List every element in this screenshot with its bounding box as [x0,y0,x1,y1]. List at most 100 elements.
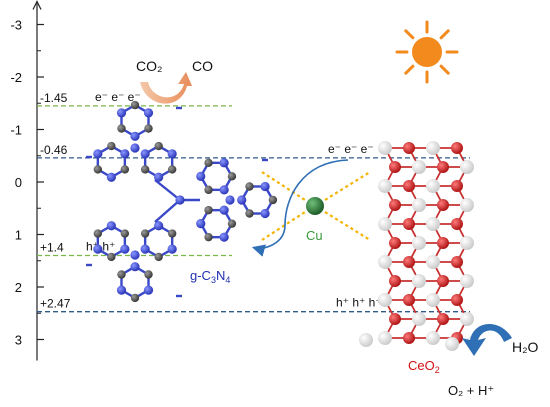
oxygen-atom [426,331,440,345]
carbon-atom [117,270,126,279]
nitrogen-atom [225,195,235,205]
nitrogen-atom [140,244,150,254]
nitrogen-atom [154,221,164,231]
carbon-atom [117,124,126,133]
cerium-atom [451,180,463,192]
carbon-atom [204,232,213,242]
cerium-atom [437,313,449,325]
cerium-atom [403,294,415,306]
oxygen-atom [460,274,474,288]
nitrogen-atom [167,244,177,254]
oxygen-atom [412,236,426,250]
nitrogen-atom [106,221,116,231]
nitrogen-atom [219,158,229,168]
carbon-atom [227,219,237,228]
carbon-atom [120,165,130,174]
cerium-atom [403,142,415,154]
co2-reduction: CO₂ CO [136,58,213,104]
carbon-atom [154,141,163,151]
electron-transfer-arrow-icon [251,159,349,257]
carbon-atom [107,252,116,262]
carbon-atom [204,158,213,168]
axis-tick-label: -3 [10,18,22,33]
oxygen-atom [426,141,440,155]
carbon-atom [204,205,213,215]
nitrogen-atom [143,285,154,295]
co2-label: CO₂ [136,58,162,74]
nitrogen-atom [130,143,140,153]
level-value-label: +2.47 [40,297,71,311]
carbon-atom [245,182,254,191]
nitrogen-atom [116,108,127,118]
cerium-atom [437,275,449,287]
g-c3n4-label: g-C3N4 [190,268,230,285]
level-value-label: -1.45 [40,91,68,105]
water-oxidation: H₂O O₂ + H⁺ [448,323,539,398]
axis-tick-label: 0 [15,175,22,190]
oxygen-atom [460,198,474,212]
nitrogen-atom [120,149,130,159]
carbon-atom [93,229,103,238]
carbon-atom [93,165,103,174]
cerium-atom [403,218,415,230]
carbon-atom [130,100,140,110]
cerium-atom [451,256,463,268]
nitrogen-atom [219,205,229,215]
sun-icon [395,20,459,84]
products-label: O₂ + H⁺ [448,383,494,398]
cerium-atom [403,180,415,192]
oxygen-atom [378,255,392,269]
nitrogen-atom [130,131,140,141]
nitrogen-atom [175,195,185,205]
oxygen-atom [378,293,392,307]
oxygen-atom [378,331,392,345]
cerium-atom [403,332,415,344]
curved-arrow-icon [140,72,192,104]
nitrogen-atom [106,172,116,182]
oxygen-atom [359,333,373,347]
cerium-atom [437,237,449,249]
level-value-label: -0.46 [40,143,68,157]
axis-tick-label: -1 [10,123,22,138]
carbon-atom [120,229,130,238]
oxygen-atom [412,312,426,326]
nitrogen-atom [116,285,127,295]
nitrogen-atom [219,232,229,242]
nitrogen-atom [219,185,229,195]
ceo2-structure [359,141,478,351]
cerium-atom [389,161,401,173]
co-label: CO [192,58,213,74]
axis-tick-label: 2 [15,280,22,295]
nitrogen-atom [140,149,150,159]
cu-label: Cu [306,228,323,243]
oxygen-atom [445,337,459,351]
cerium-atom [389,275,401,287]
oxygen-atom [460,312,474,326]
cerium-atom [451,142,463,154]
carbon-atom [268,195,278,205]
nitrogen-atom [130,262,140,272]
nitrogen-atom [154,172,164,182]
oxygen-atom [378,217,392,231]
carrier-label: e⁻ e⁻ e⁻ [328,142,374,156]
nitrogen-atom [237,195,247,205]
nitrogen-atom [260,208,270,219]
carbon-atom [144,124,153,133]
cu-atom [306,197,324,215]
level-value-label: +1.4 [40,241,64,255]
carbon-atom [130,293,140,303]
nitrogen-atom [120,244,130,254]
h2o-label: H₂O [512,339,539,355]
carbon-atom [204,185,213,195]
oxygen-atom [426,293,440,307]
carbon-atom [167,165,177,174]
oxygen-atom [426,179,440,193]
ceo2-label: CeO2 [408,358,440,375]
oxygen-atom [412,160,426,174]
cerium-atom [437,161,449,173]
cu-bridge: Cu [261,171,371,243]
carrier-label: e⁻ e⁻ e⁻ [95,90,141,104]
oxygen-atom [378,179,392,193]
